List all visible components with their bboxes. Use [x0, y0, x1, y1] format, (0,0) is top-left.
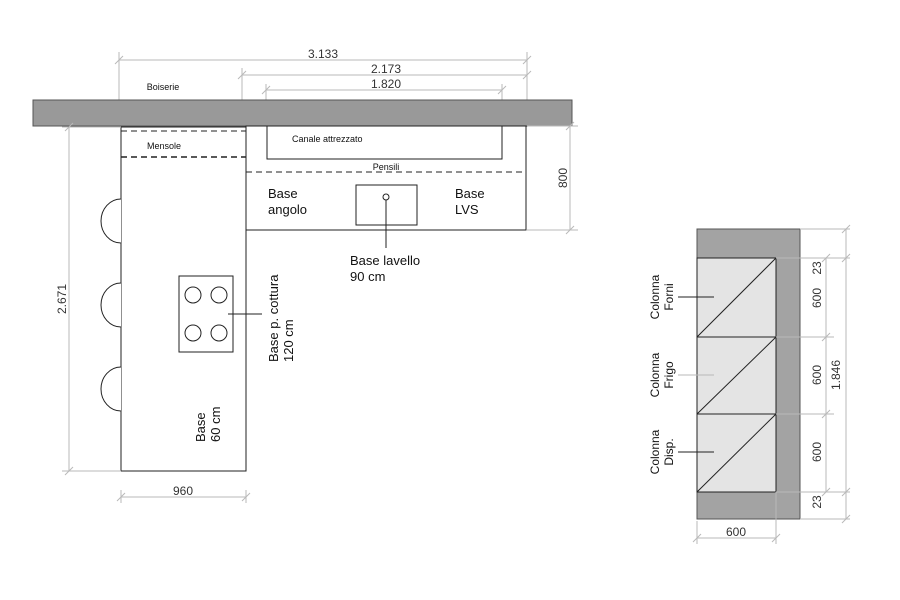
dimension-960: 960 [116, 484, 251, 503]
burner-icon [184, 286, 202, 304]
elevation-height-dimensions [776, 224, 851, 524]
column-frigo-line2: Frigo [662, 361, 676, 389]
wall [32, 99, 573, 127]
base-lavello-line1: Base lavello [350, 253, 420, 268]
boiserie-label: Boiserie [147, 82, 180, 92]
dimension-2173-label: 2.173 [371, 62, 401, 76]
burner-icon [184, 324, 202, 342]
pensili-label: Pensili [373, 162, 400, 172]
burner-icon [210, 324, 228, 342]
column-disp-line2: Disp. [662, 438, 676, 465]
stool-1 [100, 198, 122, 244]
column-frigo-line1: Colonna [648, 352, 662, 397]
burner-icon [210, 286, 228, 304]
dimension-3133: 3.133 [114, 47, 532, 127]
column-frigo-diagonal [696, 336, 777, 415]
dimension-3133-label: 3.133 [308, 47, 338, 61]
column-forni-diagonal [696, 257, 777, 338]
base60-line1: Base [193, 412, 208, 442]
column-forni-line1: Colonna [648, 274, 662, 319]
dimension-800-label: 800 [556, 168, 570, 188]
canale-attrezzato [266, 125, 503, 160]
elev-dim-top-gap: 23 [810, 261, 824, 275]
dimension-2671: 2.671 [55, 122, 121, 476]
elev-dim-section-3: 600 [810, 442, 824, 462]
base60-line2: 60 cm [208, 407, 223, 442]
base-lvs-line1: Base [455, 186, 485, 201]
mensole-label: Mensole [147, 141, 181, 151]
dimension-1820-label: 1.820 [371, 77, 401, 91]
elev-dim-bottom-gap: 23 [810, 495, 824, 509]
stool-2 [100, 282, 122, 328]
base-lvs-line2: LVS [455, 202, 479, 217]
column-disp-line1: Colonna [648, 429, 662, 474]
base-cottura-line2: 120 cm [281, 319, 296, 362]
sink-drain-icon [382, 193, 390, 201]
elev-dim-width: 600 [726, 525, 746, 539]
base-angolo-line2: angolo [268, 202, 307, 217]
dimension-800: 800 [527, 121, 578, 235]
elev-dim-section-2: 600 [810, 365, 824, 385]
elev-dim-total-height: 1.846 [829, 360, 843, 390]
dimension-2173: 2.173 [237, 62, 532, 100]
column-forni-line2: Forni [662, 283, 676, 310]
elev-dim-section-1: 600 [810, 288, 824, 308]
canale-label: Canale attrezzato [292, 134, 363, 144]
column-disp-diagonal [696, 413, 777, 493]
cooktop [178, 275, 234, 353]
stool-3 [100, 366, 122, 412]
base-angolo-line1: Base [268, 186, 298, 201]
dimension-960-label: 960 [173, 484, 193, 498]
dimension-2671-label: 2.671 [55, 284, 69, 314]
dimension-1820: 1.820 [261, 77, 507, 100]
base-lavello-line2: 90 cm [350, 269, 385, 284]
base-cottura-line1: Base p. cottura [266, 274, 281, 362]
elevation-width-dimension: 600 [692, 492, 781, 544]
